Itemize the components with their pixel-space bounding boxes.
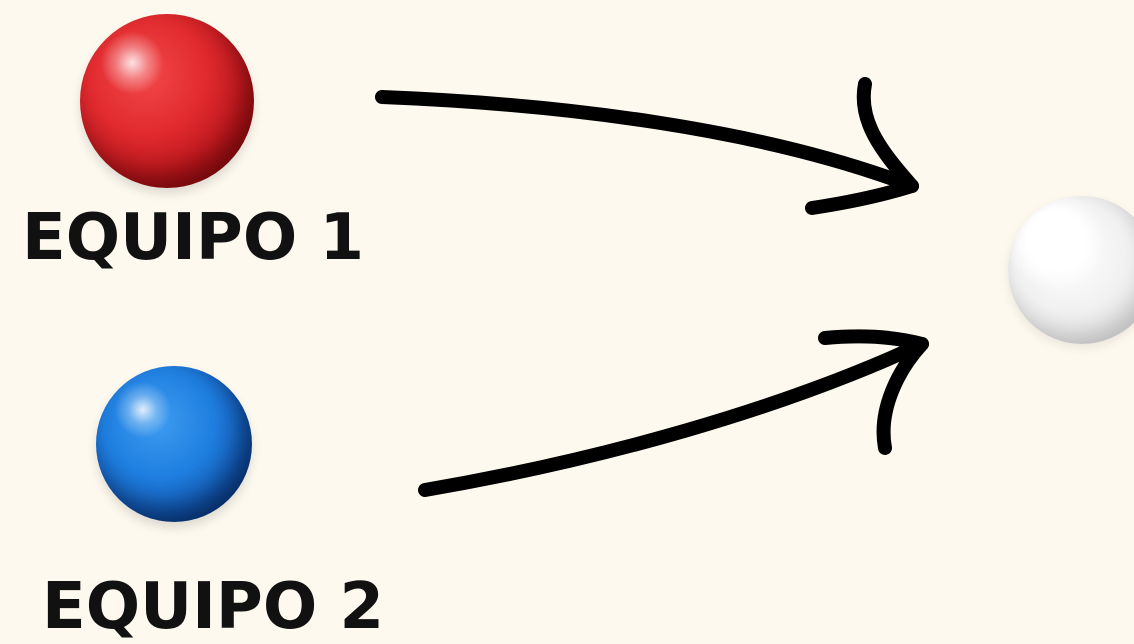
white-target-ball <box>1008 196 1134 344</box>
red-ball <box>80 14 254 188</box>
arrow-2-shaft <box>418 337 929 497</box>
arrow-2-head <box>818 329 929 455</box>
team-1-label: EQUIPO 1 <box>22 201 365 275</box>
arrow-1-shaft <box>375 90 919 193</box>
team-2-label: EQUIPO 2 <box>42 570 385 644</box>
arrow-1-head <box>805 77 919 215</box>
blue-ball <box>96 366 252 522</box>
